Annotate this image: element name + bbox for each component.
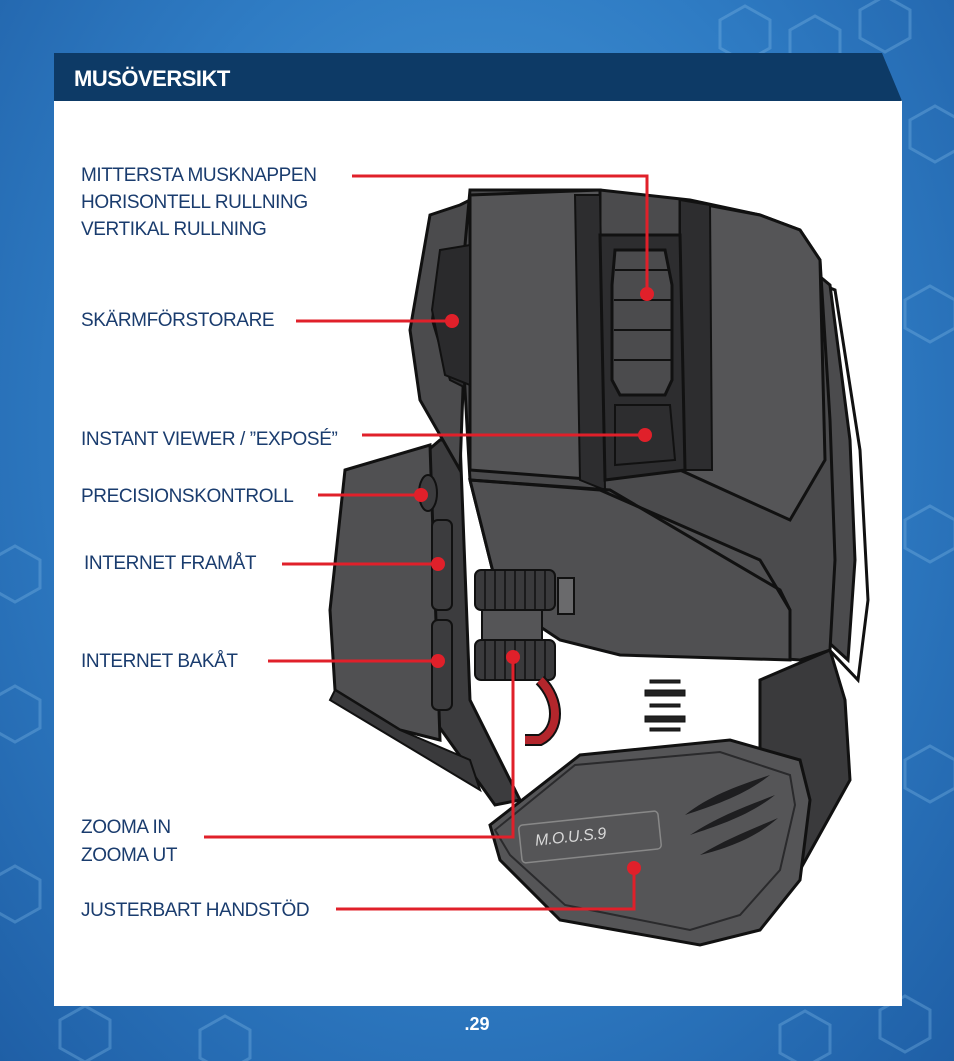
page-number: .29: [464, 1014, 490, 1034]
callout-dot-magnifier: [445, 314, 459, 328]
label-internet-forward: INTERNET FRAMÅT: [84, 553, 257, 574]
callout-line-middle-button: [352, 174, 649, 294]
label-zoom-in: ZOOMA IN: [81, 817, 171, 838]
label-screen-magnifier: SKÄRMFÖRSTORARE: [81, 310, 275, 331]
page-header: MUSÖVERSIKT: [54, 53, 902, 101]
callout-line-zoom: [204, 657, 515, 839]
header-bar: [54, 53, 902, 101]
label-precision-control: PRECISIONSKONTROLL: [81, 486, 294, 507]
page-title: MUSÖVERSIKT: [74, 66, 230, 91]
label-adjustable-palm-rest: JUSTERBART HANDSTÖD: [81, 900, 310, 921]
label-internet-back: INTERNET BAKÅT: [81, 651, 238, 672]
callout-dot-precision: [414, 488, 428, 502]
label-zoom-out: ZOOMA UT: [81, 845, 178, 866]
callout-line-palm-rest: [336, 868, 636, 911]
callout-dot-expose: [638, 428, 652, 442]
label-middle-button: MITTERSTA MUSKNAPPEN: [81, 165, 317, 186]
label-horizontal-scroll: HORISONTELL RULLNING: [81, 192, 308, 213]
callout-dot-forward: [431, 557, 445, 571]
callout-dot-middle-button: [640, 287, 654, 301]
callout-dot-back: [431, 654, 445, 668]
label-instant-viewer: INSTANT VIEWER / ”EXPOSÉ”: [81, 429, 338, 450]
callout-dot-zoom: [506, 650, 520, 664]
label-vertical-scroll: VERTIKAL RULLNING: [81, 219, 267, 240]
callout-dot-palm-rest: [627, 861, 641, 875]
